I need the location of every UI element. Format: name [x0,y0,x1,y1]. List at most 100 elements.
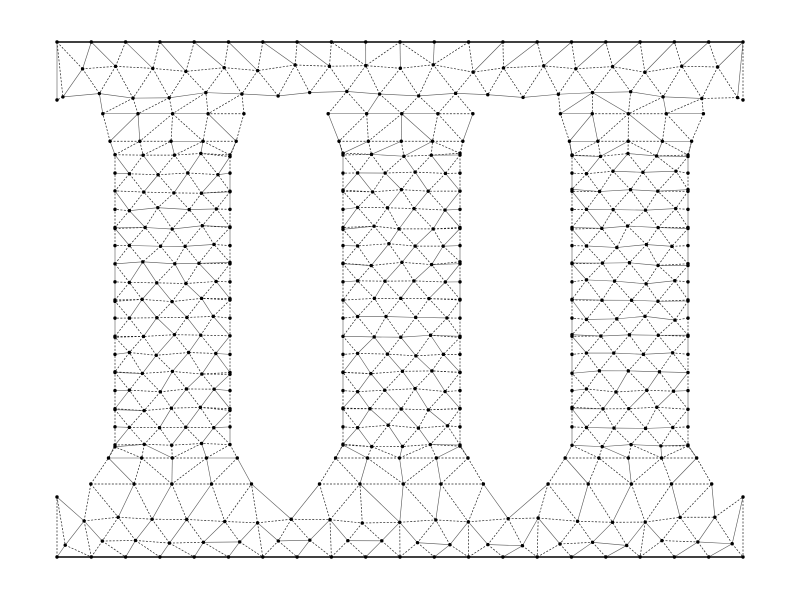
mesh-node [399,296,403,301]
mesh-edge-dashed [577,521,593,543]
mesh-edge-dashed [223,41,229,68]
mesh-edge-dashed [671,228,689,247]
mesh-node [701,112,706,116]
mesh-edge-dashed [430,334,461,338]
mesh-node [599,334,603,338]
mesh-edge-dashed [114,408,145,411]
mesh-node [228,298,232,302]
mesh-node [369,371,373,376]
mesh-edge-dashed [172,113,204,142]
mesh-edge-dashed [400,388,416,410]
mesh-node [441,244,445,248]
mesh-node [570,407,574,411]
mesh-node [584,244,589,248]
mesh-edge [141,299,158,318]
mesh-edge [173,172,189,194]
mesh-edge [414,228,434,247]
mesh-edge-dashed [681,66,703,99]
mesh-node [355,171,360,175]
mesh-node [655,405,659,409]
mesh-edge-dashed [673,390,689,410]
mesh-edge-dashed [672,336,689,354]
mesh-edge-dashed [418,64,434,97]
mesh-node [600,226,604,231]
mesh-edge-dashed [171,443,202,446]
mesh-node [417,94,421,98]
mesh-node [341,334,345,339]
mesh-node [184,425,188,429]
mesh-edge-dashed [613,352,629,372]
mesh-edge [185,407,201,428]
mesh-edge-dashed [371,424,389,447]
mesh-edge [616,315,646,320]
mesh-node [364,555,368,559]
mesh-edge-dashed [657,246,673,266]
mesh-node [201,139,205,143]
mesh-edge [558,92,593,95]
mesh-node [170,482,174,486]
mesh-edge [575,41,606,69]
mesh-node [341,280,345,284]
mesh-edge-dashed [184,246,200,264]
mesh-node [612,351,616,355]
mesh-node [614,390,618,394]
mesh-edge [160,371,173,392]
mesh-node [127,243,132,248]
mesh-edge-dashed [431,261,461,265]
mesh-node [141,260,145,264]
mesh-edge [239,522,258,543]
mesh-edge-dashed [357,225,375,247]
mesh-node [214,279,218,284]
mesh-edge-dashed [629,244,647,263]
mesh-edge-dashed [717,66,738,98]
mesh-edge-dashed [365,65,401,69]
mesh-node [556,92,561,96]
mesh-edge-dashed [675,191,689,209]
mesh-node [228,280,232,284]
mesh-edge-dashed [200,153,231,157]
mesh-edge-dashed [543,65,559,95]
mesh-node [228,388,232,393]
mesh-edge-dashed [144,407,172,411]
mesh-node [400,369,405,374]
mesh-node [113,352,117,357]
mesh-edge-dashed [691,113,704,142]
mesh-node [89,40,94,44]
mesh-edge-dashed [160,388,187,393]
mesh-edge-dashed [455,71,474,94]
mesh-node [660,538,664,543]
mesh-edge [213,388,231,409]
mesh-edge-dashed [468,518,509,523]
mesh-edge [381,522,400,542]
mesh-edge-dashed [662,113,667,142]
mesh-edge-dashed [658,334,689,337]
mesh-node [434,456,439,460]
mesh-edge-dashed [114,446,142,459]
mesh-node [575,519,580,523]
mesh-edge [171,301,188,318]
mesh-edge-dashed [430,444,437,459]
mesh-node [197,261,201,266]
mesh-node [458,153,462,157]
mesh-edge [413,191,429,209]
mesh-edge-dashed [708,41,718,68]
mesh-node [113,243,117,248]
mesh-node [458,243,462,248]
mesh-edge-dashed [357,243,389,247]
mesh-edge-dashed [143,191,159,208]
mesh-edge [278,92,310,97]
mesh-node [458,207,462,212]
mesh-node [158,244,163,248]
mesh-edge-dashed [129,191,145,211]
mesh-edge-dashed [598,457,632,485]
mesh-edge-dashed [114,336,144,338]
mesh-edge [522,517,539,546]
mesh-edge-dashed [587,457,600,485]
mesh-edge-dashed [224,521,258,524]
mesh-node [643,520,647,524]
mesh-node [138,139,142,143]
mesh-node [200,224,205,228]
mesh-edge-dashed [571,172,587,175]
mesh-node [686,299,690,303]
mesh-edge-dashed [371,154,386,174]
